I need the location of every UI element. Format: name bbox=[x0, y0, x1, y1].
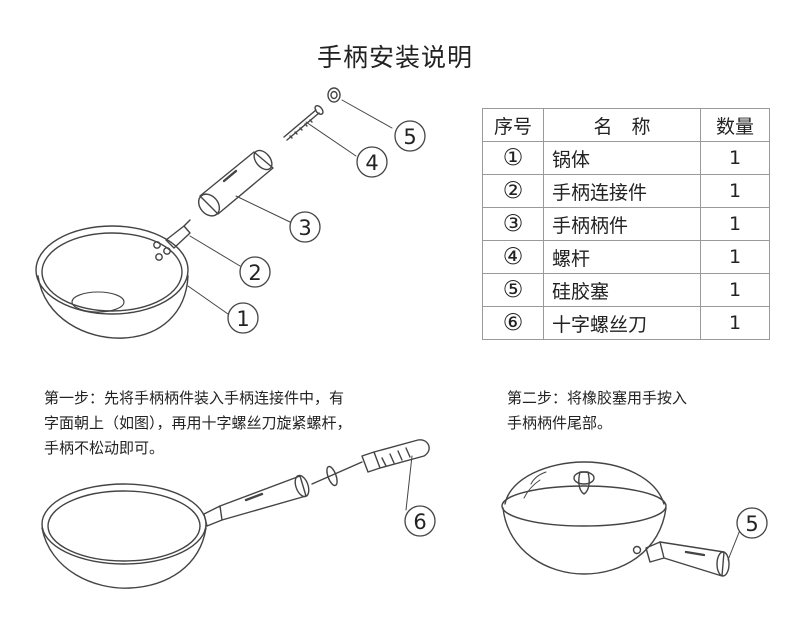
svg-text:5: 5 bbox=[403, 125, 416, 149]
part-quantity: 1 bbox=[700, 273, 770, 307]
step-one-screwdriver-drawing bbox=[311, 439, 430, 487]
table-row: ⑤ 硅胶塞 1 bbox=[482, 273, 770, 307]
screw-rod-drawing bbox=[283, 105, 324, 141]
step-two-instructions: 第二步：将橡胶塞用手按入 手柄柄件尾部。 bbox=[507, 386, 687, 436]
silicone-plug-drawing bbox=[327, 87, 341, 103]
part-name: 十字螺丝刀 bbox=[543, 306, 701, 340]
part-name: 锅体 bbox=[543, 141, 701, 175]
callout-6: 6 bbox=[404, 505, 436, 537]
part-quantity: 1 bbox=[700, 207, 770, 241]
part-quantity: 1 bbox=[700, 240, 770, 274]
step-one-wok-drawing bbox=[41, 474, 310, 589]
svg-text:3: 3 bbox=[298, 216, 311, 240]
wok-body-drawing bbox=[35, 219, 191, 339]
svg-text:5: 5 bbox=[745, 512, 758, 536]
table-row: ⑥ 十字螺丝刀 1 bbox=[482, 306, 770, 340]
svg-text:2: 2 bbox=[248, 261, 261, 285]
part-number: ④ bbox=[482, 240, 544, 274]
callout-4: 4 bbox=[356, 146, 388, 178]
table-row: ③ 手柄柄件 1 bbox=[482, 207, 770, 241]
header-number: 序号 bbox=[482, 108, 544, 142]
part-name: 硅胶塞 bbox=[543, 273, 701, 307]
step-one-line: 字面朝上（如图），再用十字螺丝刀旋紧螺杆， bbox=[44, 414, 352, 432]
part-name: 手柄柄件 bbox=[543, 207, 701, 241]
handle-grip-drawing bbox=[197, 149, 274, 217]
page-title: 手柄安装说明 bbox=[316, 43, 473, 72]
svg-text:6: 6 bbox=[413, 510, 426, 534]
part-number: ⑤ bbox=[482, 273, 544, 307]
table-row: ② 手柄连接件 1 bbox=[482, 174, 770, 208]
part-number: ② bbox=[482, 174, 544, 208]
table-row: ① 锅体 1 bbox=[482, 141, 770, 175]
callout-3: 3 bbox=[289, 211, 321, 243]
header-quantity: 数量 bbox=[700, 108, 770, 142]
svg-text:1: 1 bbox=[236, 307, 249, 331]
part-number: ③ bbox=[482, 207, 544, 241]
step-one-line: 手柄不松动即可。 bbox=[44, 439, 165, 457]
header-name: 名 称 bbox=[543, 108, 701, 142]
parts-table: 序号 名 称 数量 ① 锅体 1 ② 手柄连接件 1 ③ 手柄柄件 1 ④ 螺杆… bbox=[482, 108, 770, 340]
table-header-row: 序号 名 称 数量 bbox=[482, 108, 770, 142]
step-one-instructions: 第一步：先将手柄柄件装入手柄连接件中，有 字面朝上（如图），再用十字螺丝刀旋紧螺… bbox=[44, 386, 352, 461]
step-one-line: 第一步：先将手柄柄件装入手柄连接件中，有 bbox=[44, 389, 345, 407]
part-quantity: 1 bbox=[700, 141, 770, 175]
part-quantity: 1 bbox=[700, 306, 770, 340]
part-number: ⑥ bbox=[482, 306, 544, 340]
step-two-wok-with-lid-drawing bbox=[501, 461, 730, 577]
callout-5: 5 bbox=[394, 120, 426, 152]
step-two-line: 手柄柄件尾部。 bbox=[507, 414, 613, 432]
table-row: ④ 螺杆 1 bbox=[482, 240, 770, 274]
svg-text:4: 4 bbox=[365, 151, 378, 175]
callout-2: 2 bbox=[239, 256, 271, 288]
callout-5-step-two: 5 bbox=[736, 507, 768, 539]
part-quantity: 1 bbox=[700, 174, 770, 208]
callout-1: 1 bbox=[227, 302, 259, 334]
step-two-line: 第二步：将橡胶塞用手按入 bbox=[507, 389, 688, 407]
